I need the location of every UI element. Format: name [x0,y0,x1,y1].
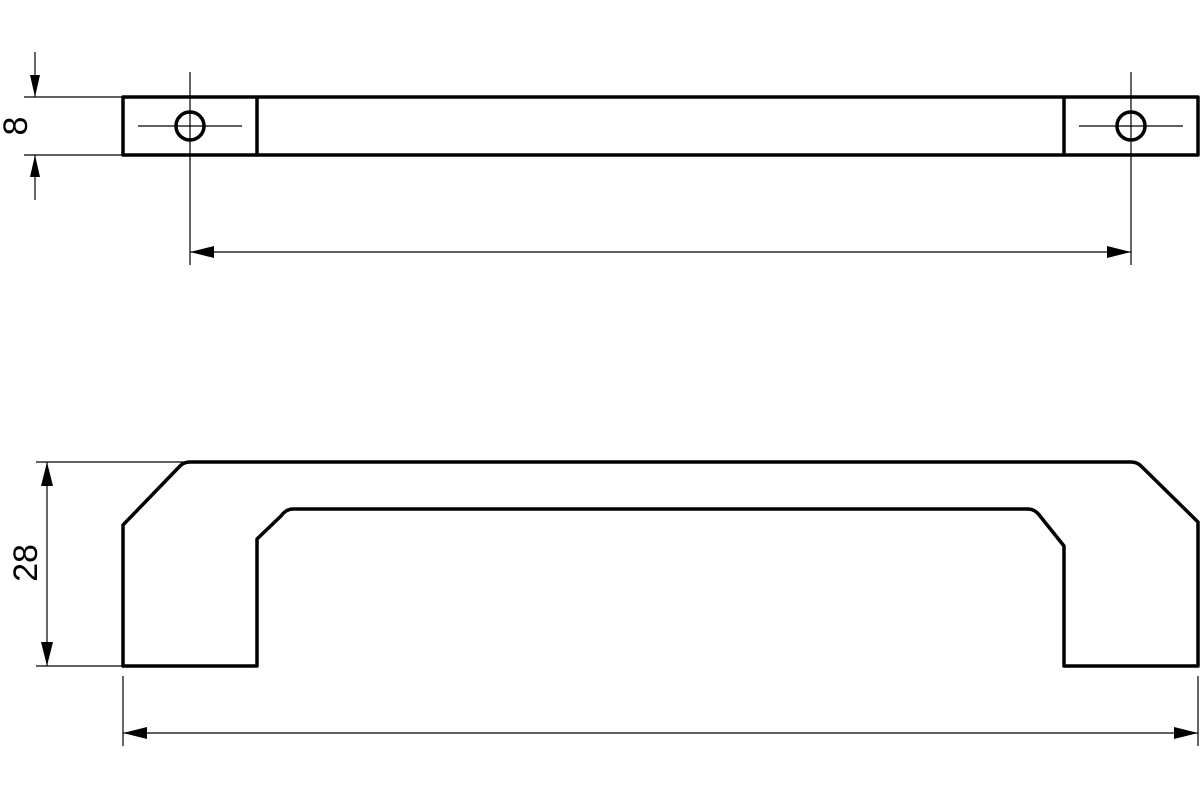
thickness-arrow-bottom [30,155,40,177]
hole-spacing-arrow-left [190,246,214,258]
hole-spacing-arrow-right [1107,246,1131,258]
handle-profile-outline [121,460,1200,668]
thickness-arrow-top [30,75,40,97]
top-view: 8 [0,52,1200,265]
height-arrow-top [41,462,53,486]
length-arrow-right [1174,727,1198,739]
front-view: 28 [7,460,1200,746]
thickness-dimension-label: 8 [0,117,35,136]
top-view-bar-outline [121,95,1200,157]
length-arrow-left [123,727,147,739]
height-arrow-bottom [41,642,53,666]
height-dimension-label: 28 [7,544,45,582]
